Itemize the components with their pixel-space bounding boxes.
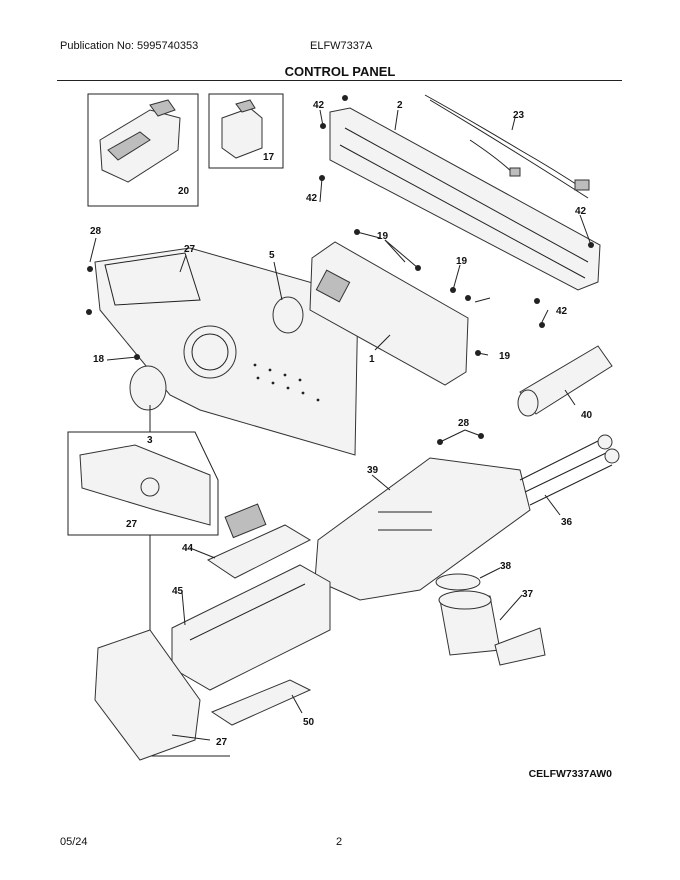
callout-label: 20	[178, 186, 190, 197]
bellows-37	[438, 590, 546, 666]
console-detail-drawing	[79, 444, 211, 526]
callout-label: 28	[90, 226, 102, 237]
control-panel-frame	[329, 107, 601, 291]
user-interface-board	[309, 241, 469, 386]
callout-label: 23	[513, 110, 525, 121]
callout-label: 1	[369, 354, 375, 365]
leader-lines	[89, 109, 592, 741]
callout-label: 3	[147, 435, 153, 446]
drawer-insert-44	[206, 503, 312, 579]
callout-label: 17	[263, 152, 275, 163]
callout-label: 50	[303, 717, 315, 728]
inset-box-20	[87, 93, 199, 207]
callout-label: 36	[561, 517, 573, 528]
water-valve-hoses	[519, 434, 620, 506]
callout-label: 27	[216, 737, 228, 748]
wire-harness	[424, 94, 590, 199]
callout-label: 19	[377, 231, 389, 242]
drawer-45	[171, 564, 331, 691]
callout-label: 38	[500, 561, 512, 572]
callout-label: 19	[499, 351, 511, 362]
callout-label: 45	[172, 586, 184, 597]
callout-label: 2	[397, 100, 403, 111]
lock-drawing	[221, 99, 263, 159]
callout-label: 27	[126, 519, 138, 530]
callout-label: 39	[367, 465, 379, 476]
header-rule	[57, 80, 622, 81]
diagram-code: CELFW7337AW0	[528, 768, 612, 780]
page-title: CONTROL PANEL	[284, 64, 396, 79]
drawer-handle-27	[94, 629, 201, 761]
callout-label: 42	[575, 206, 587, 217]
callout-label: 18	[93, 354, 105, 365]
callout-label: 42	[306, 193, 318, 204]
callout-label: 42	[556, 306, 568, 317]
model-number: ELFW7337A	[310, 40, 373, 52]
inset-box-27	[67, 431, 219, 536]
callout-label: 5	[269, 250, 275, 261]
seal-38	[435, 573, 481, 591]
publication-date: 05/24	[60, 836, 88, 848]
tube-40	[517, 345, 613, 417]
callout-label: 42	[313, 100, 325, 111]
drawer-cover-50	[210, 679, 312, 726]
callout-label: 44	[182, 543, 194, 554]
publication-number: Publication No: 5995740353	[60, 40, 199, 52]
callout-label: 19	[456, 256, 468, 267]
dispenser-housing	[314, 457, 531, 601]
inset-box-17	[208, 93, 284, 169]
page-number: 2	[336, 836, 343, 848]
console-button-dots	[253, 363, 320, 402]
control-board-drawing	[99, 99, 181, 183]
callout-label: 37	[522, 589, 534, 600]
knob-ring-5	[272, 296, 304, 334]
callout-label: 40	[581, 410, 593, 421]
callout-label: 28	[458, 418, 470, 429]
callout-label: 27	[184, 244, 196, 255]
knob-ring-3	[129, 365, 167, 411]
